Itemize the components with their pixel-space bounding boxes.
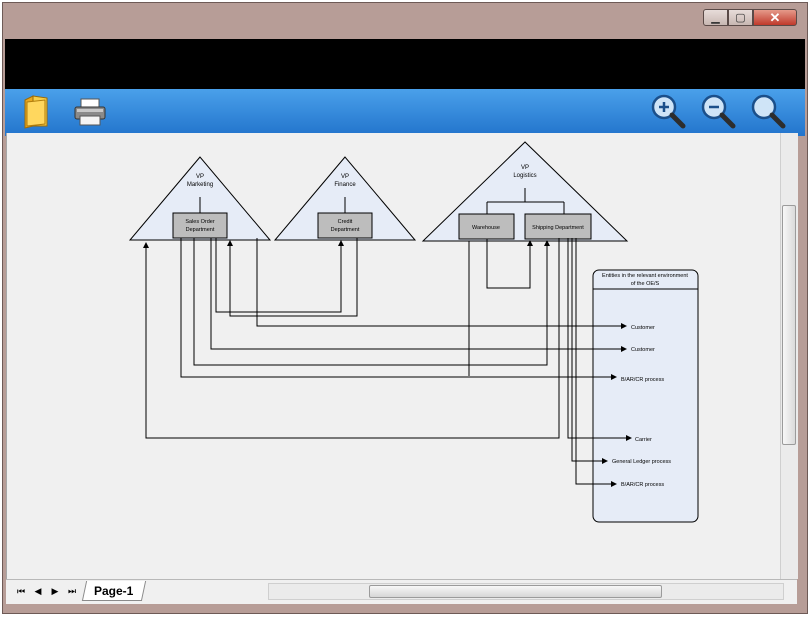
first-page-button[interactable]: ⏮ [16,585,26,596]
finance-title-line1: VP [341,174,349,180]
toolbar [5,89,805,136]
page-tab[interactable]: Page-1 [81,581,147,601]
entities-header-line2: of the OE/S [631,281,660,287]
page-tab-label: Page-1 [94,583,134,598]
credit-label-line1: Credit [338,219,353,225]
horizontal-scroll-thumb[interactable] [369,585,662,598]
prev-page-button[interactable]: ◀ [34,585,42,596]
title-bar: ▁ ▢ ✕ [3,3,807,39]
entity-barcr-1: B/AR/CR process [621,377,664,383]
bottom-bar: ⏮ ◀ ▶ ⏭ Page-1 [6,579,797,604]
logistics-title-line1: VP [521,165,529,171]
sales-order-label-line1: Sales Order [185,219,215,225]
finance-title-line2: Finance [334,182,356,188]
vertical-scroll-thumb[interactable] [782,205,796,445]
entities-header-line1: Entities in the relevant environment [602,273,688,279]
credit-label-line2: Department [331,227,360,233]
sales-order-department-box[interactable] [172,212,228,239]
warehouse-box[interactable] [458,213,515,240]
entity-carrier: Carrier [635,437,652,443]
entities-box [592,269,699,523]
folder-icon[interactable] [17,93,55,131]
zoom-in-icon[interactable] [649,93,687,131]
entity-general-ledger: General Ledger process [612,459,671,465]
window-controls: ▁ ▢ ✕ [703,9,797,26]
org-diagram: VP Marketing Sales Order Department VP F… [128,141,699,523]
diagram-canvas[interactable]: VP Marketing Sales Order Department VP F… [6,133,781,579]
header-band [5,39,805,89]
next-page-button[interactable]: ▶ [51,585,59,596]
entity-barcr-2: B/AR/CR process [621,482,664,488]
zoom-out-icon[interactable] [699,93,737,131]
marketing-title-line1: VP [196,174,204,180]
entity-customer-2: Customer [631,347,655,353]
minimize-button[interactable]: ▁ [703,9,728,26]
close-button[interactable]: ✕ [753,9,797,26]
sales-order-label-line2: Department [186,227,215,233]
printer-icon[interactable] [71,93,109,131]
horizontal-scrollbar[interactable] [268,583,784,600]
zoom-fit-icon[interactable] [749,93,787,131]
shipping-department-box[interactable] [524,213,592,240]
entity-customer-1: Customer [631,325,655,331]
logistics-title-line2: Logistics [513,173,536,179]
vertical-scrollbar[interactable] [780,133,798,579]
flow-connectors [143,238,632,487]
shipping-label: Shipping Department [532,225,584,231]
marketing-title-line2: Marketing [187,182,213,188]
maximize-button[interactable]: ▢ [728,9,753,26]
last-page-button[interactable]: ⏭ [67,585,77,596]
credit-department-box[interactable] [317,212,373,239]
warehouse-label: Warehouse [472,225,500,231]
